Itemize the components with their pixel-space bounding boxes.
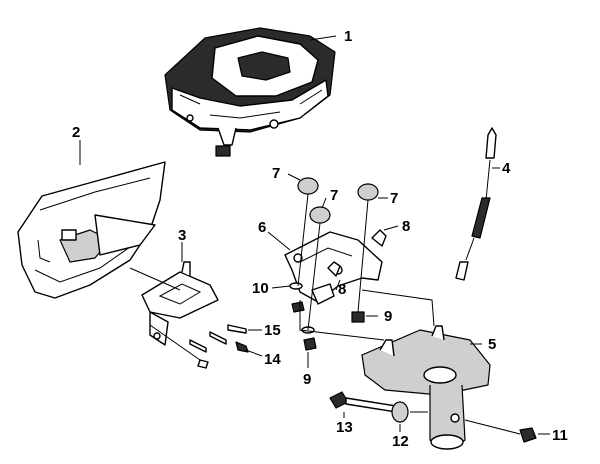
callout-2: 2 [72,124,80,141]
callout-12: 12 [392,433,409,450]
callout-13: 13 [336,419,353,436]
part-bracket [141,261,219,346]
callout-15: 15 [264,322,281,339]
part-instrument-cluster [164,27,336,157]
part-pinch-bolt [329,391,397,413]
callout-7c: 7 [390,190,398,207]
callout-8a: 8 [402,218,410,235]
part-front-cowl [17,161,166,299]
callout-1: 1 [344,28,352,45]
part-speedo-cable [455,127,497,281]
callout-7a: 7 [272,165,280,182]
part-lock-nut [519,427,537,443]
callout-6: 6 [258,219,266,236]
callouts: 1 2 3 4 5 6 7 7 7 8 8 9 9 10 11 12 13 14… [72,28,568,450]
part-steering-stem [361,325,491,450]
callout-11: 11 [552,427,568,444]
part-bolts-small [189,324,249,369]
callout-7b: 7 [330,187,338,204]
callout-4: 4 [502,160,511,177]
part-nuts-washers [289,282,365,351]
callout-5: 5 [488,336,496,353]
callout-8b: 8 [338,281,346,298]
callout-9b: 9 [303,371,311,388]
leader-lines [79,35,550,435]
callout-10: 10 [252,280,269,297]
part-mount-plate [284,229,387,305]
callout-14: 14 [264,351,281,368]
callout-9a: 9 [384,308,392,325]
callout-3: 3 [178,227,186,244]
part-spacer [391,401,409,423]
